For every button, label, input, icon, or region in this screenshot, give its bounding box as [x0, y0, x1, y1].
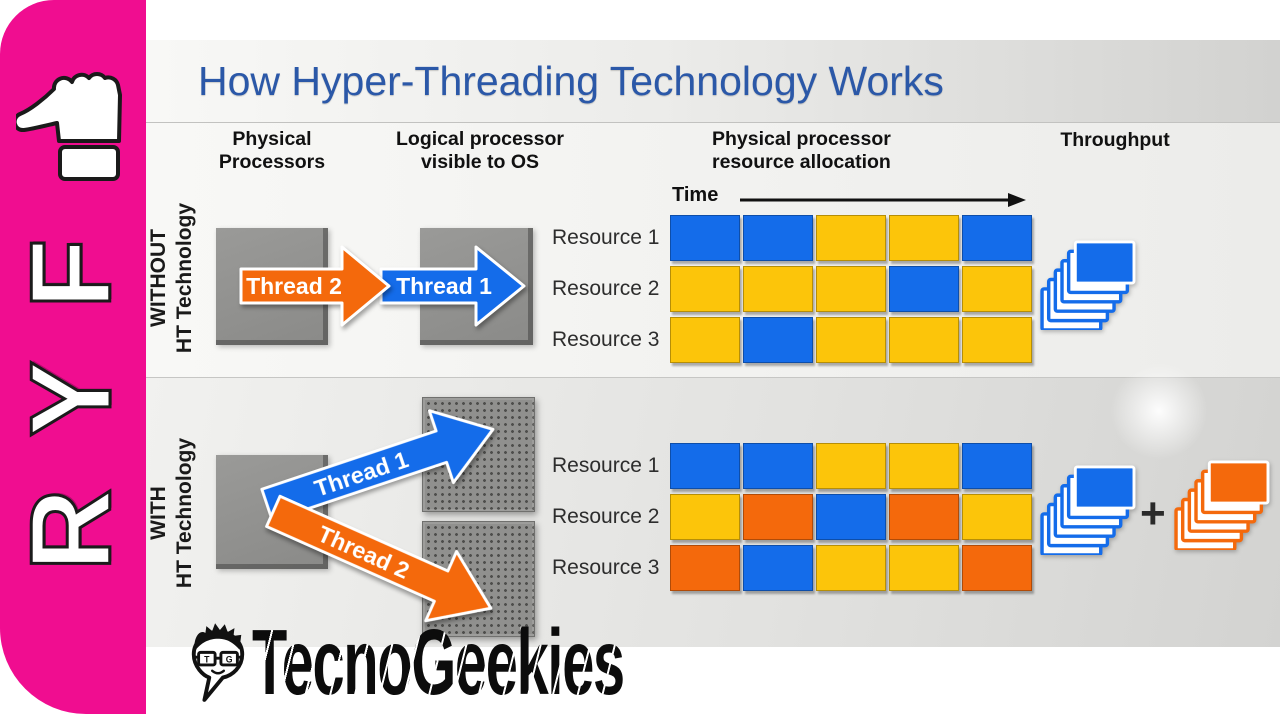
resource-cell-yellow: [889, 545, 959, 591]
resource-cell-blue: [743, 317, 813, 363]
thread2-arrow-with: Thread 2: [265, 494, 493, 623]
channel-letter-f: F: [7, 238, 137, 311]
resource-cell-yellow: [889, 443, 959, 489]
thread1-arrow-without: Thread 1: [379, 245, 526, 327]
resource-row: Resource 1: [552, 215, 1035, 261]
header-resource-allocation: Physical processor resource allocation: [712, 128, 891, 173]
slide-title: How Hyper-Threading Technology Works: [198, 58, 944, 104]
svg-text:G: G: [226, 655, 233, 665]
section-label-with-ht: WITH HT Technology: [146, 437, 196, 589]
resource-cell-yellow: [670, 266, 740, 312]
thread2-label: Thread 2: [246, 273, 342, 299]
resource-label: Resource 2: [552, 277, 660, 300]
resource-cell-yellow: [670, 494, 740, 540]
resource-cell-blue: [962, 215, 1032, 261]
resource-label: Resource 2: [552, 505, 660, 528]
resource-label: Resource 1: [552, 226, 660, 249]
thumbs-up-icon: [16, 72, 122, 181]
time-arrow: [740, 193, 1026, 207]
thread2-arrow-without: Thread 2: [239, 245, 391, 327]
resource-cell-orange: [962, 545, 1032, 591]
header-throughput: Throughput: [1060, 129, 1170, 151]
resource-cell-yellow: [962, 266, 1032, 312]
resource-cell-yellow: [743, 266, 813, 312]
logo-text: TecnoGeekies: [252, 610, 625, 714]
resource-row: Resource 2: [552, 494, 1035, 540]
resource-grid-with: Resource 1 Resource 2 Resource 3: [552, 443, 1035, 596]
plus-sign: +: [1140, 489, 1166, 538]
resource-grid-without: Resource 1 Resource 2 Resource 3: [552, 215, 1035, 368]
section-label-without-ht: WITHOUT HT Technology: [146, 202, 196, 354]
throughput-stack-blue-with: [1040, 465, 1138, 560]
slide-title-band: [146, 40, 1280, 123]
resource-cell-yellow: [816, 317, 886, 363]
resource-cell-blue: [962, 443, 1032, 489]
header-physical-processors: Physical Processors: [218, 128, 326, 173]
svg-text:T: T: [204, 655, 210, 665]
resource-cell-yellow: [962, 317, 1032, 363]
resource-row: Resource 2: [552, 266, 1035, 312]
channel-letter-y: Y: [7, 359, 137, 438]
resource-cell-blue: [743, 215, 813, 261]
resource-cell-yellow: [816, 215, 886, 261]
resource-cell-blue: [816, 494, 886, 540]
resource-cell-orange: [889, 494, 959, 540]
resource-cell-yellow: [816, 545, 886, 591]
thread1-label: Thread 1: [396, 273, 492, 299]
resource-label: Resource 3: [552, 328, 660, 351]
resource-cell-blue: [670, 443, 740, 489]
resource-row: Resource 1: [552, 443, 1035, 489]
resource-cell-yellow: [889, 215, 959, 261]
resource-cell-blue: [670, 215, 740, 261]
channel-letter-r: R: [7, 487, 137, 572]
geek-face-icon: T G: [191, 623, 245, 702]
header-logical-processor: Logical processor visible to OS: [396, 128, 564, 173]
resource-label: Resource 3: [552, 556, 660, 579]
resource-cell-blue: [743, 545, 813, 591]
throughput-stack-orange-with: [1174, 460, 1272, 555]
resource-cell-yellow: [962, 494, 1032, 540]
resource-cell-blue: [889, 266, 959, 312]
resource-row: Resource 3: [552, 317, 1035, 363]
time-label: Time: [672, 184, 719, 206]
resource-cell-blue: [743, 443, 813, 489]
resource-label: Resource 1: [552, 454, 660, 477]
resource-cell-yellow: [816, 443, 886, 489]
thread1-arrow-with: Thread 1: [260, 409, 495, 523]
resource-cell-yellow: [889, 317, 959, 363]
resource-cell-orange: [743, 494, 813, 540]
resource-cell-yellow: [816, 266, 886, 312]
resource-row: Resource 3: [552, 545, 1035, 591]
highlight-glow: [1104, 356, 1214, 466]
resource-cell-yellow: [670, 317, 740, 363]
throughput-stack-blue-without: [1040, 240, 1138, 335]
resource-cell-orange: [670, 545, 740, 591]
